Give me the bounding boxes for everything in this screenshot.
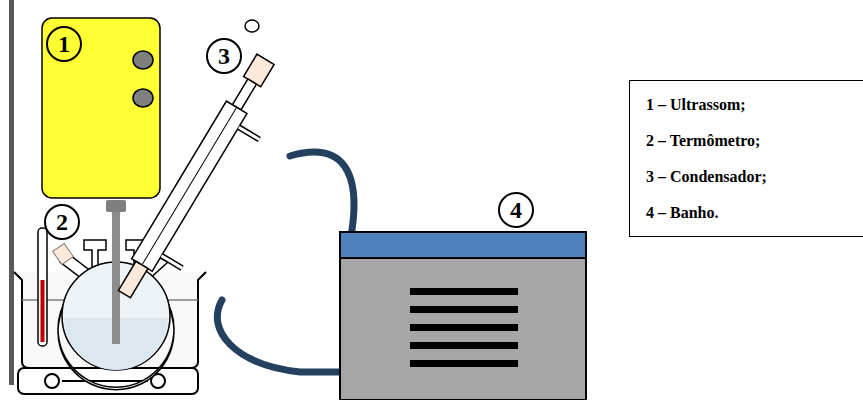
callout-number: 4 (501, 198, 531, 222)
ultrasound-button (133, 89, 153, 107)
probe-holder (106, 200, 126, 212)
water-hose (217, 300, 340, 372)
condenser-inlet (161, 256, 182, 268)
condenser-hook (245, 20, 259, 32)
vent-slot (410, 360, 518, 367)
condenser-outlet-inner (239, 127, 260, 139)
ultrasound-probe (112, 212, 120, 344)
legend-entry: 3 – Condensador; (646, 167, 852, 186)
bath-vents (410, 288, 518, 367)
ultrasound-unit (42, 18, 160, 198)
vent-slot (410, 288, 518, 295)
thermometer (38, 228, 47, 346)
circulating-bath (340, 232, 586, 400)
thermometer-liquid (41, 280, 45, 342)
condenser-jacket (132, 101, 247, 271)
hot-plate (18, 368, 198, 394)
condenser-inlet-inner (161, 256, 182, 268)
condenser-outlet (239, 127, 260, 139)
ultrasound-button (133, 51, 153, 69)
callout-number: 3 (209, 44, 239, 68)
vent-slot (410, 306, 518, 313)
condenser-neck (232, 79, 256, 110)
bath-lid (340, 232, 586, 258)
callout-number: 1 (49, 32, 79, 56)
hot-plate-knob (45, 374, 59, 388)
condenser (114, 53, 296, 313)
legend-entry: 4 – Banho. (646, 203, 852, 222)
callout-circle (207, 39, 241, 73)
vent-slot (410, 342, 518, 349)
callout-circle (47, 27, 81, 61)
vent-slot (410, 324, 518, 331)
legend-box: 1 – Ultrassom; 2 – Termômetro; 3 – Condens… (629, 80, 863, 237)
hot-plate-line (62, 380, 148, 382)
condenser-inner-tube (142, 107, 237, 265)
callout-circle (499, 193, 533, 227)
neck-joint (53, 243, 74, 264)
callout-circle (45, 205, 79, 239)
callout-number: 2 (47, 210, 77, 234)
stand-rod (9, 0, 14, 385)
legend-entry: 2 – Termômetro; (646, 131, 852, 150)
condenser-joint (118, 261, 148, 297)
legend-entry: 1 – Ultrassom; (646, 95, 852, 114)
